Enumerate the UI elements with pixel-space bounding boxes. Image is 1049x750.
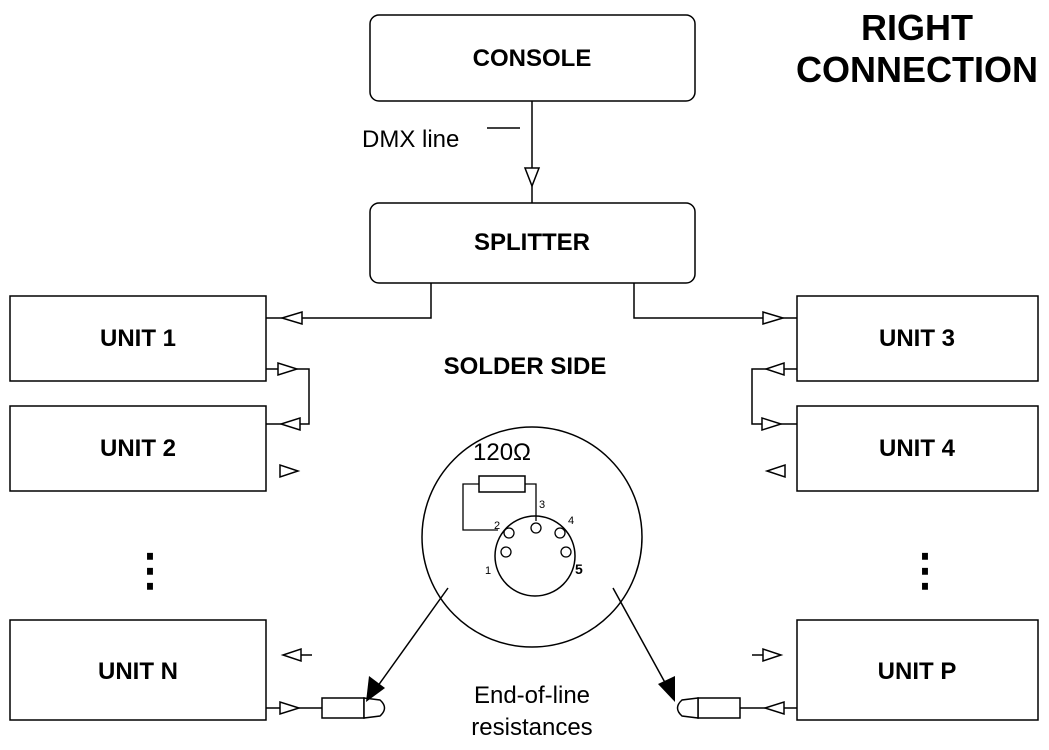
unit-1-label: UNIT 1 bbox=[100, 325, 176, 352]
pin-4 bbox=[554, 527, 566, 539]
unit-4-label: UNIT 4 bbox=[879, 435, 956, 462]
pointer-arrow-right bbox=[612, 587, 669, 689]
unit-4-output-arrow-icon bbox=[764, 463, 786, 479]
pin-2 bbox=[503, 527, 515, 539]
caption-line1: End-of-line bbox=[474, 682, 590, 709]
unit-n-box: UNIT N bbox=[9, 619, 267, 721]
magnifier-circle bbox=[421, 426, 643, 648]
resistor-label: 120Ω bbox=[473, 439, 531, 466]
chain-unit1-unit2 bbox=[266, 361, 310, 432]
title-line2: CONNECTION bbox=[796, 49, 1038, 90]
unit-p-connections bbox=[740, 647, 797, 716]
unit-2-output-arrow-icon bbox=[279, 463, 301, 479]
pointer-arrow-left bbox=[374, 587, 449, 691]
dmx-line-label: DMX line bbox=[362, 126, 459, 153]
splitter-box: SPLITTER bbox=[369, 202, 696, 284]
pointer-arrowhead-left-icon bbox=[366, 676, 385, 702]
pin-label-5: 5 bbox=[575, 561, 583, 577]
dmx-line: DMX line bbox=[362, 101, 541, 203]
solder-side-heading: SOLDER SIDE bbox=[444, 353, 607, 380]
unit-4-box: UNIT 4 bbox=[796, 405, 1039, 492]
output-arrow-icon bbox=[762, 700, 785, 716]
pin-3 bbox=[530, 522, 542, 534]
title-line1: RIGHT bbox=[861, 7, 973, 48]
pin-label-2: 2 bbox=[494, 520, 500, 532]
unit-3-label: UNIT 3 bbox=[879, 325, 955, 352]
unit-3-box: UNIT 3 bbox=[796, 295, 1039, 382]
xlr-connector-body bbox=[494, 515, 576, 597]
splitter-output-left bbox=[266, 283, 432, 326]
terminator-plug-right bbox=[676, 697, 741, 719]
unit-2-label: UNIT 2 bbox=[100, 435, 176, 462]
pin-5 bbox=[560, 546, 572, 558]
splitter-output-right bbox=[633, 283, 797, 326]
input-arrow-icon bbox=[278, 416, 301, 432]
splitter-label: SPLITTER bbox=[474, 229, 590, 256]
chain-unit3-unit4 bbox=[751, 361, 797, 432]
pin-label-4: 4 bbox=[568, 515, 574, 527]
unit-2-box: UNIT 2 bbox=[9, 405, 267, 492]
input-arrow-icon bbox=[279, 310, 303, 326]
unit-p-label: UNIT P bbox=[878, 658, 957, 685]
unit-1-box: UNIT 1 bbox=[9, 295, 267, 382]
xlr-connector-diagram: 120Ω 1 2 3 4 5 bbox=[421, 426, 643, 648]
pin-label-1: 1 bbox=[485, 565, 491, 577]
input-arrow-icon bbox=[761, 416, 784, 432]
console-box: CONSOLE bbox=[369, 14, 696, 102]
output-arrow-icon bbox=[762, 310, 786, 326]
input-arrow-icon bbox=[280, 647, 302, 663]
unit-n-label: UNIT N bbox=[98, 658, 178, 685]
dmx-arrow-icon bbox=[523, 167, 541, 189]
caption-line2: resistances bbox=[471, 714, 592, 741]
input-arrow-icon bbox=[762, 647, 784, 663]
unit-p-box: UNIT P bbox=[796, 619, 1039, 721]
continuation-right: ⋮ bbox=[903, 546, 947, 595]
pin-label-3: 3 bbox=[539, 499, 545, 511]
resistor-icon bbox=[478, 475, 526, 493]
pointer-arrowhead-right-icon bbox=[658, 676, 675, 702]
unit-n-connections bbox=[266, 647, 322, 716]
output-arrow-icon bbox=[277, 361, 300, 377]
continuation-left: ⋮ bbox=[128, 546, 172, 595]
terminator-plug-left bbox=[321, 697, 386, 719]
output-arrow-icon bbox=[763, 361, 785, 377]
pin-1 bbox=[500, 546, 512, 558]
output-arrow-icon bbox=[279, 700, 302, 716]
console-label: CONSOLE bbox=[473, 45, 592, 72]
